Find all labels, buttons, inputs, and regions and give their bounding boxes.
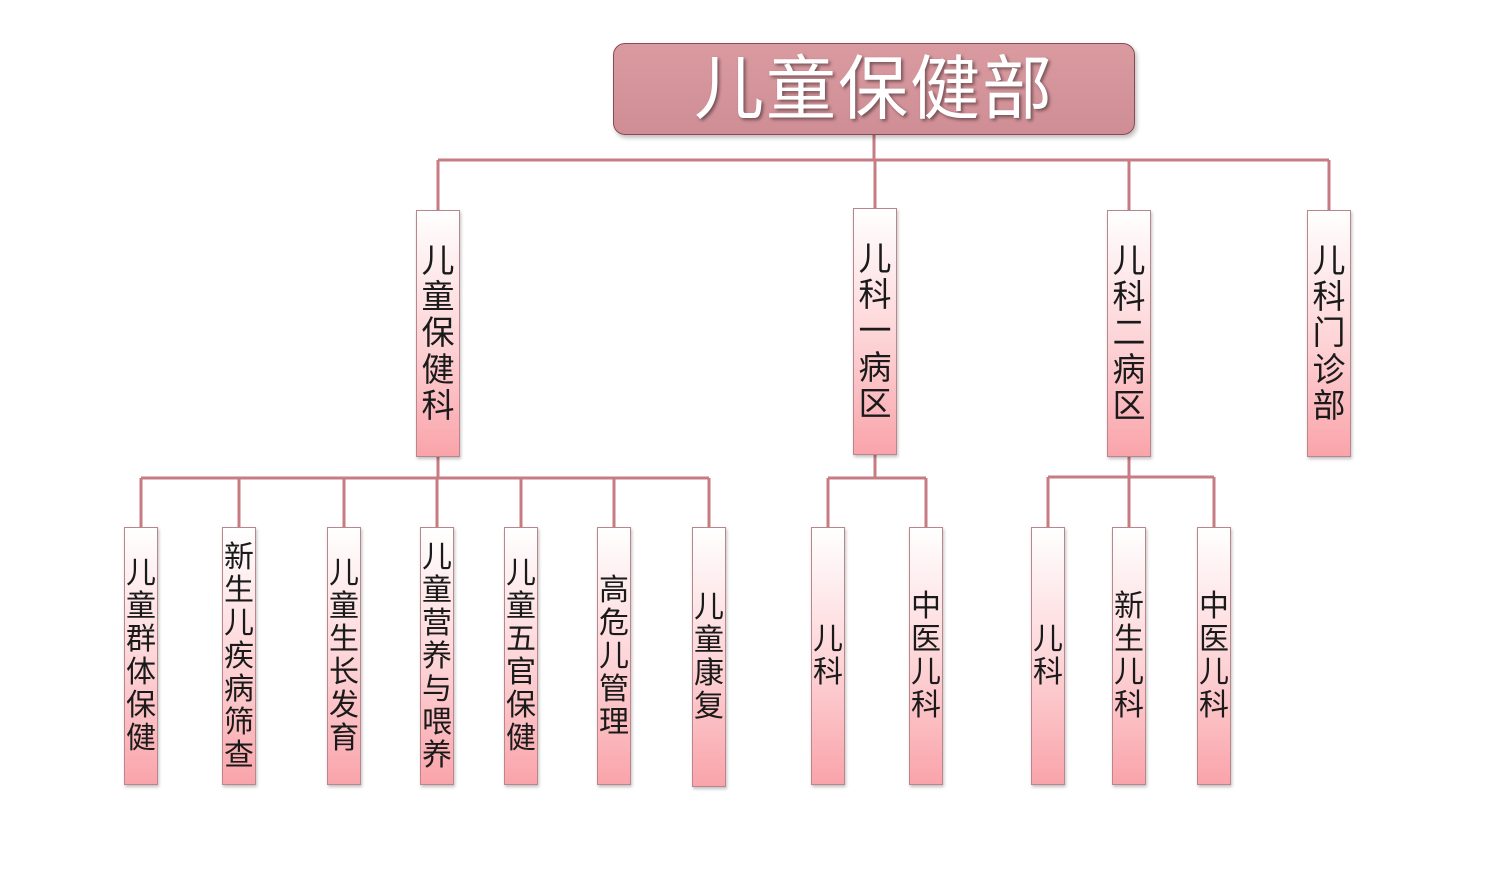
unit-node-label: 儿童群体保健 (126, 556, 156, 756)
unit-node-label: 儿童五官保健 (506, 556, 536, 756)
department-node[interactable]: 儿科二病区 (1107, 210, 1151, 457)
unit-node[interactable]: 儿童康复 (692, 527, 726, 787)
department-node-label: 儿科一病区 (858, 238, 892, 423)
unit-node[interactable]: 高危儿管理 (597, 527, 631, 785)
unit-node[interactable]: 儿童群体保健 (124, 527, 158, 785)
root-node-label: 儿童保健部 (694, 48, 1054, 130)
unit-node[interactable]: 儿童五官保健 (504, 527, 538, 785)
unit-node[interactable]: 中医儿科 (1197, 527, 1231, 785)
unit-node-label: 儿童康复 (694, 590, 724, 724)
unit-node[interactable]: 新生儿科 (1112, 527, 1146, 785)
department-node-label: 儿童保健科 (421, 240, 455, 425)
unit-node-label: 儿科 (813, 622, 843, 690)
department-node[interactable]: 儿科一病区 (853, 208, 897, 455)
department-node-label: 儿科二病区 (1112, 240, 1146, 425)
unit-node-label: 中医儿科 (911, 589, 941, 723)
root-node[interactable]: 儿童保健部 (613, 43, 1135, 135)
department-node-label: 儿科门诊部 (1312, 240, 1346, 425)
department-node[interactable]: 儿童保健科 (416, 210, 460, 457)
unit-node-label: 新生儿科 (1114, 589, 1144, 723)
unit-node[interactable]: 儿科 (811, 527, 845, 785)
unit-node-label: 高危儿管理 (599, 572, 629, 740)
unit-node[interactable]: 新生儿疾病筛查 (222, 527, 256, 785)
unit-node[interactable]: 中医儿科 (909, 527, 943, 785)
unit-node[interactable]: 儿童营养与喂养 (420, 527, 454, 785)
unit-node-label: 儿童生长发育 (329, 556, 359, 756)
department-node[interactable]: 儿科门诊部 (1307, 210, 1351, 457)
unit-node-label: 新生儿疾病筛查 (224, 539, 254, 773)
unit-node[interactable]: 儿童生长发育 (327, 527, 361, 785)
unit-node-label: 儿科 (1033, 622, 1063, 690)
unit-node[interactable]: 儿科 (1031, 527, 1065, 785)
unit-node-label: 中医儿科 (1199, 589, 1229, 723)
unit-node-label: 儿童营养与喂养 (422, 539, 452, 773)
